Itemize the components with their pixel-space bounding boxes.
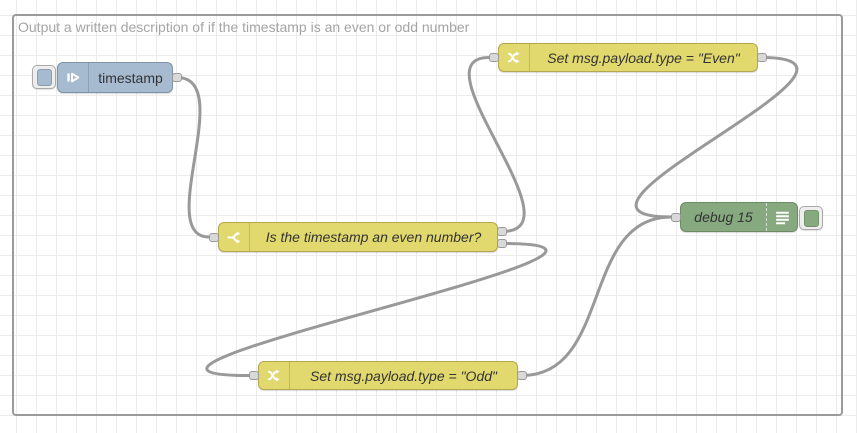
wire-change-even-to-debug[interactable]: [634, 56, 799, 219]
list-lines-icon: [766, 203, 797, 231]
node-change-set-odd[interactable]: Set msg.payload.type = "Odd": [258, 361, 518, 390]
inject-output-port[interactable]: [172, 73, 182, 82]
inject-trigger-button[interactable]: [32, 65, 56, 89]
wire-inject-to-switch[interactable]: [176, 76, 210, 239]
node-switch-even-check[interactable]: Is the timestamp an even number?: [218, 222, 498, 252]
inject-arrow-icon: [58, 63, 89, 92]
switch-input-port[interactable]: [209, 232, 219, 242]
flow-group-label: Output a written description of if the t…: [18, 19, 470, 35]
node-label: Set msg.payload.type = "Even": [547, 49, 740, 66]
inject-trigger-button-fill: [36, 68, 52, 86]
flow-group-outline[interactable]: [12, 14, 843, 416]
debug-toggle-button[interactable]: [799, 206, 823, 230]
node-inject-timestamp[interactable]: timestamp: [57, 62, 173, 93]
debug-toggle-button-fill: [803, 209, 819, 227]
switch-fork-icon: [219, 223, 250, 251]
wire-switch-out2-to-change-odd[interactable]: [205, 242, 548, 377]
wire-switch-out1-to-change-even[interactable]: [467, 56, 526, 233]
debug-input-port[interactable]: [671, 212, 681, 222]
node-label: debug 15: [694, 209, 753, 225]
node-debug-15[interactable]: debug 15: [680, 202, 798, 232]
change-even-output-port[interactable]: [757, 53, 767, 62]
node-label: Set msg.payload.type = "Odd": [310, 367, 497, 384]
shuffle-icon: [499, 44, 530, 71]
change-odd-input-port[interactable]: [249, 371, 259, 380]
node-label: timestamp: [98, 69, 163, 86]
change-even-input-port[interactable]: [489, 53, 499, 62]
change-odd-output-port[interactable]: [517, 371, 527, 380]
node-change-set-even[interactable]: Set msg.payload.type = "Even": [498, 43, 758, 72]
shuffle-icon: [259, 362, 290, 389]
node-label: Is the timestamp an even number?: [265, 229, 482, 245]
wire-change-odd-to-debug[interactable]: [521, 215, 672, 377]
switch-output-port-2[interactable]: [497, 239, 507, 248]
switch-output-port-1[interactable]: [497, 227, 507, 236]
